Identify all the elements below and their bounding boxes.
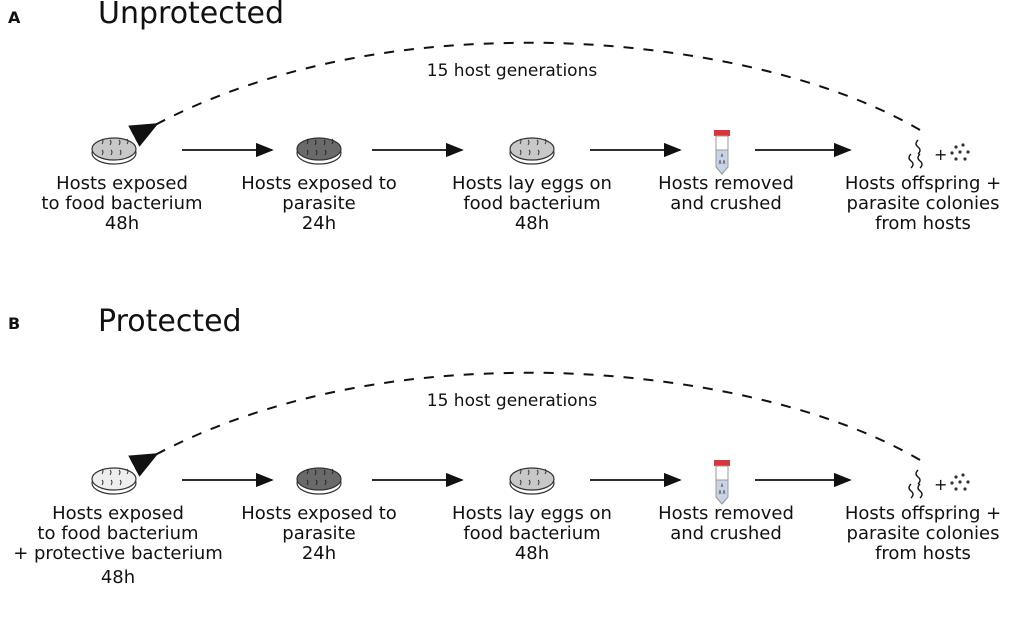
step-label: Hosts offspring + parasite colonies from…: [818, 174, 1024, 234]
panel-title: Unprotected: [98, 0, 285, 31]
step-duration: 48h: [104, 213, 140, 234]
worms-plus-colonies-icon: +: [908, 139, 970, 169]
svg-text:+: +: [934, 475, 947, 494]
step-line: Hosts removed: [658, 173, 794, 194]
panel-letter: B: [8, 314, 21, 333]
loop-label: 15 host generations: [426, 391, 598, 411]
panel-letter: A: [8, 8, 21, 27]
panel-a-artwork: +: [91, 41, 970, 175]
step-label: Hosts removed and crushed: [606, 174, 846, 214]
petri-dish-icon: [296, 137, 342, 165]
loop-arrow-dashed: [128, 371, 921, 477]
step-duration: 48h: [514, 213, 550, 234]
step-label: Hosts lay eggs on food bacterium 48h: [412, 504, 652, 564]
step-label: Hosts removed and crushed: [606, 504, 846, 544]
step-duration: 24h: [301, 213, 337, 234]
step-duration: 48h: [514, 543, 550, 564]
step-line: from hosts: [875, 213, 971, 234]
petri-dish-icon: [91, 137, 137, 165]
worms-plus-colonies-icon: +: [908, 469, 970, 499]
step-line: Hosts exposed: [56, 173, 188, 194]
step-line: parasite: [282, 523, 356, 544]
step-line: to food bacterium: [37, 523, 199, 544]
step-label: Hosts lay eggs on food bacterium 48h: [412, 174, 652, 234]
step-line: from hosts: [875, 543, 971, 564]
step-line: Hosts exposed: [52, 503, 184, 524]
step-label: Hosts exposed to parasite 24h: [199, 174, 439, 234]
step-line: + protective bacterium: [13, 543, 223, 564]
step-line: Hosts lay eggs on: [452, 173, 612, 194]
step-line: parasite colonies: [846, 193, 1000, 214]
step-line: Hosts exposed to: [241, 503, 397, 524]
step-duration: 24h: [301, 543, 337, 564]
step-line: parasite colonies: [846, 523, 1000, 544]
petri-dish-icon: [91, 467, 137, 495]
step-line: Hosts offspring +: [844, 503, 1002, 524]
tube-icon: [714, 130, 730, 175]
loop-label: 15 host generations: [426, 61, 598, 81]
svg-text:+: +: [934, 145, 947, 164]
step-label: Hosts offspring + parasite colonies from…: [818, 504, 1024, 564]
step-line: food bacterium: [463, 193, 601, 214]
step-line: Hosts removed: [658, 503, 794, 524]
panel-b-protected: + B Protected 15 host generations Hosts …: [0, 304, 1024, 620]
step-line: and crushed: [670, 523, 782, 544]
step-line: food bacterium: [463, 523, 601, 544]
step-line: Hosts lay eggs on: [452, 503, 612, 524]
tube-icon: [714, 460, 730, 505]
step-line: and crushed: [670, 193, 782, 214]
petri-dish-icon: [509, 137, 555, 165]
step-label: Hosts exposed to parasite 24h: [199, 504, 439, 564]
step-label: Hosts exposed to food bacterium 48h: [2, 174, 242, 234]
petri-dish-icon: [296, 467, 342, 495]
panel-a-unprotected: + A Unprotected 15 host generations Host…: [0, 0, 1024, 290]
step-line: Hosts offspring +: [844, 173, 1002, 194]
step-line: parasite: [282, 193, 356, 214]
panel-b-artwork: +: [91, 371, 970, 505]
loop-arrow-dashed: [128, 41, 921, 147]
step-line: Hosts exposed to: [241, 173, 397, 194]
petri-dish-icon: [509, 467, 555, 495]
panel-title: Protected: [98, 304, 242, 339]
step-line: to food bacterium: [41, 193, 203, 214]
step-duration: 48h: [100, 567, 136, 588]
